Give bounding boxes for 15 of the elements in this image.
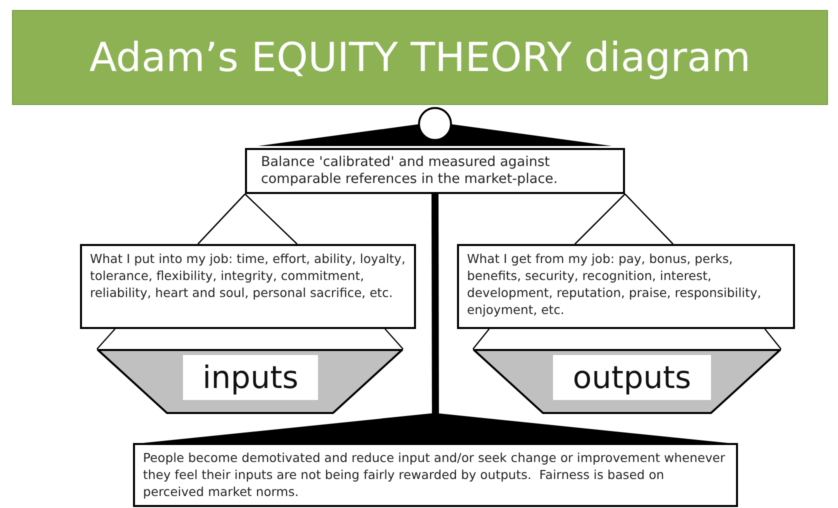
text-box: What I put into my job: time, effort, ability, loyalty, tolerance, flexibility, integrity, commitment, reliability, heart and soul, personal sacrifice, etc. bbox=[80, 244, 416, 329]
pan-label: inputs bbox=[183, 355, 318, 400]
text-box: Balance 'calibrated' and measured against comparable references in the market-place. bbox=[245, 148, 625, 194]
pan-label: outputs bbox=[553, 355, 711, 400]
pan-string bbox=[764, 328, 782, 350]
pan-string bbox=[197, 194, 246, 244]
text-box: What I get from my job: pay, bonus, perks, benefits, security, recognition, interest, development, reputation, praise, responsibility, enjoyment, etc. bbox=[457, 244, 795, 329]
pan-string bbox=[384, 328, 404, 350]
title-banner: Adam’s EQUITY THEORY diagram bbox=[12, 10, 828, 105]
pan-string bbox=[472, 328, 490, 350]
pan-string bbox=[624, 194, 674, 244]
text-box: People become demotivated and reduce input and/or seek change or improvement whenever they feel their inputs are not being fairly rewarded by outputs. Fairness is based on perceived market norms. bbox=[133, 443, 738, 507]
pan-string bbox=[574, 194, 626, 244]
pan-string bbox=[244, 194, 298, 244]
pan-string bbox=[96, 328, 116, 350]
